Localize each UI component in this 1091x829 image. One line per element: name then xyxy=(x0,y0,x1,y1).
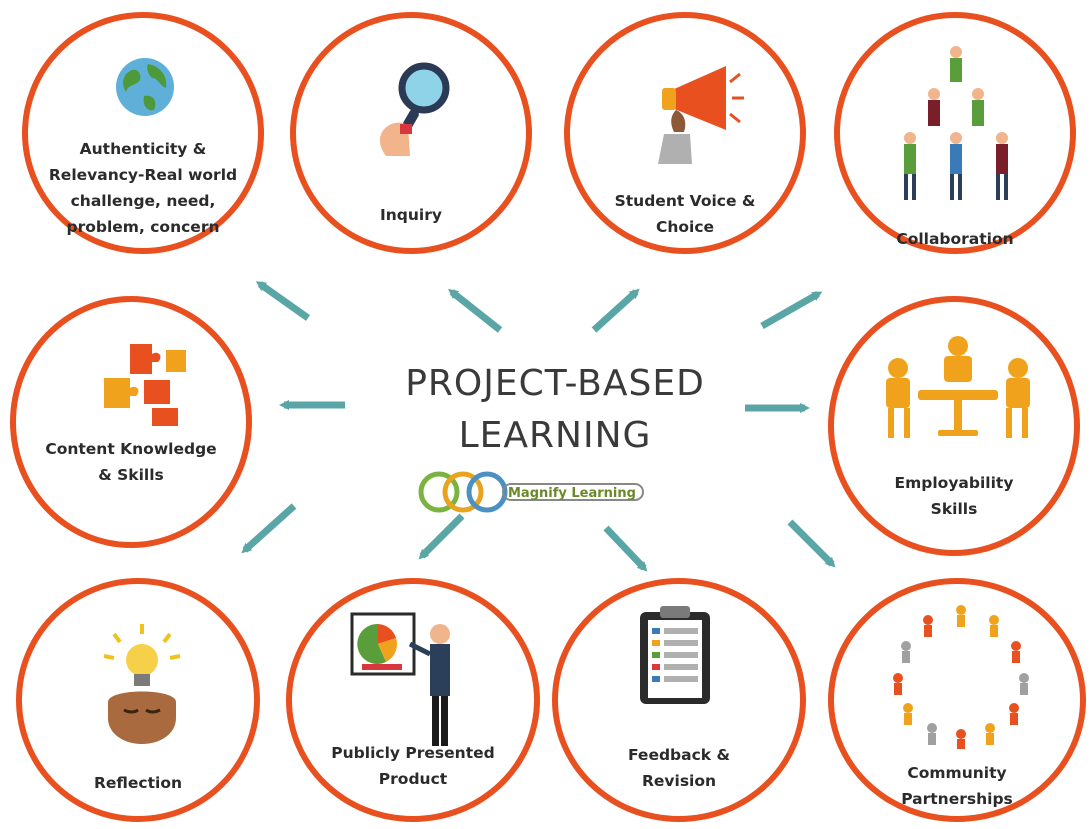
node-publicly-presented: Publicly Presented Product xyxy=(286,578,540,822)
node-community: Community Partnerships xyxy=(828,578,1086,822)
label-community: Community Partnerships xyxy=(901,764,1013,808)
people-pyramid-icon xyxy=(904,46,1008,200)
globe-icon xyxy=(116,58,174,116)
arrow-to-student-voice xyxy=(591,288,640,333)
arrow-to-reflection xyxy=(241,503,297,554)
puzzle-icon xyxy=(104,344,186,426)
arrow-to-community xyxy=(787,519,836,568)
node-content-knowledge: Content Knowledge & Skills xyxy=(10,296,252,548)
arrow-to-inquiry xyxy=(448,288,503,333)
title-line-2: LEARNING xyxy=(458,415,652,456)
node-collaboration: Collaboration xyxy=(834,12,1076,254)
arrow-to-publicly-presented xyxy=(418,513,465,560)
label-publicly-presented: Publicly Presented Product xyxy=(331,744,495,788)
arrow-to-feedback xyxy=(603,525,648,572)
presenter-icon xyxy=(350,612,450,746)
title-line-1: PROJECT-BASED xyxy=(405,363,705,404)
node-inquiry: Inquiry xyxy=(290,12,532,254)
people-circle-icon xyxy=(893,605,1029,749)
megaphone-icon xyxy=(658,66,744,164)
node-feedback: Feedback & Revision xyxy=(552,578,806,822)
label-authenticity: Authenticity & Relevancy-Real world chal… xyxy=(48,140,238,236)
label-feedback: Feedback & Revision xyxy=(627,746,731,790)
logo-text: Magnify Learning xyxy=(508,486,636,501)
label-inquiry: Inquiry xyxy=(380,206,442,224)
node-student-voice: Student Voice & Choice xyxy=(564,12,806,254)
label-collaboration: Collaboration xyxy=(896,230,1014,248)
arrow-to-collaboration xyxy=(760,290,823,330)
arrow-to-authenticity xyxy=(255,281,311,321)
label-reflection: Reflection xyxy=(93,774,183,792)
lightbulb-head-icon xyxy=(103,624,181,744)
meeting-table-icon xyxy=(886,336,1030,438)
clipboard-icon xyxy=(640,606,710,704)
magnifying-glass-icon xyxy=(379,62,450,156)
center-title: PROJECT-BASED LEARNING xyxy=(365,358,745,462)
node-reflection: Reflection xyxy=(16,578,260,822)
node-authenticity: Authenticity & Relevancy-Real world chal… xyxy=(22,12,264,254)
label-student-voice: Student Voice & Choice xyxy=(614,192,756,236)
label-employability: Employability Skills xyxy=(894,474,1014,518)
magnify-learning-logo xyxy=(418,471,644,513)
node-employability: Employability Skills xyxy=(828,296,1080,556)
label-content-knowledge: Content Knowledge & Skills xyxy=(45,440,217,484)
